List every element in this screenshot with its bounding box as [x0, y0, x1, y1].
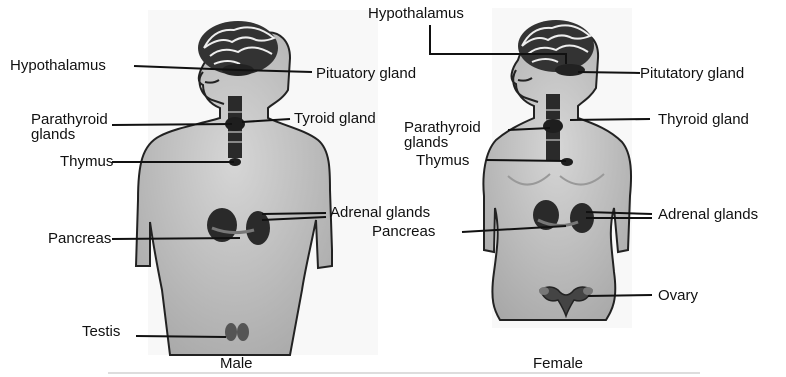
male-label-pancreas: Pancreas [48, 231, 111, 247]
female-label-pituitary: Pitutatory gland [640, 66, 744, 82]
female-label-thymus: Thymus [416, 153, 469, 169]
male-label-parathyroid: Parathyroid glands [31, 112, 108, 142]
female-label-hypothalamus: Hypothalamus [368, 6, 464, 22]
female-label-parathyroid-line1: Parathyroid [404, 120, 481, 135]
female-label-ovary: Ovary [658, 288, 698, 304]
male-label-thyroid: Tyroid gland [294, 111, 376, 127]
female-label-adrenal: Adrenal glands [658, 207, 758, 223]
female-label-pancreas: Pancreas [372, 224, 435, 240]
male-label-pituitary: Pituatory gland [316, 66, 416, 82]
female-label-parathyroid-line2: glands [404, 135, 481, 150]
male-label-hypothalamus: Hypothalamus [10, 58, 106, 74]
male-thyroid-trachea [225, 96, 245, 166]
male-caption: Male [220, 356, 253, 372]
female-label-parathyroid: Parathyroid glands [404, 120, 481, 150]
female-label-thyroid: Thyroid gland [658, 112, 749, 128]
male-label-parathyroid-line2: glands [31, 127, 108, 142]
male-label-thymus: Thymus [60, 154, 113, 170]
male-label-testis: Testis [82, 324, 120, 340]
male-label-adrenal: Adrenal glands [330, 205, 430, 221]
male-label-parathyroid-line1: Parathyroid [31, 112, 108, 127]
female-caption: Female [533, 356, 583, 372]
